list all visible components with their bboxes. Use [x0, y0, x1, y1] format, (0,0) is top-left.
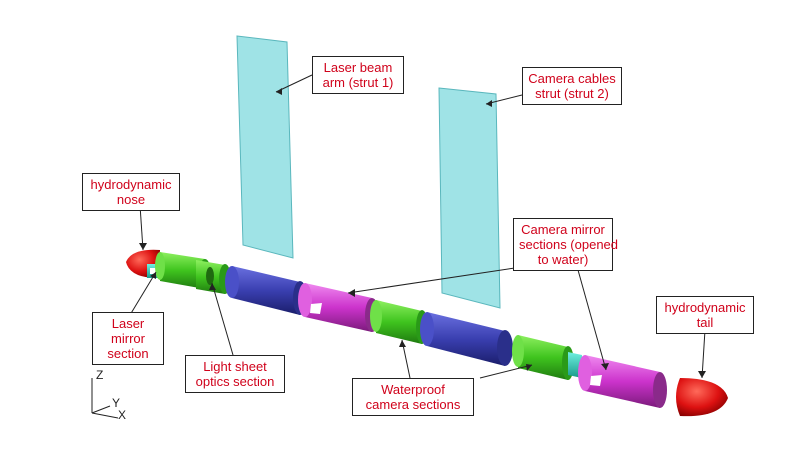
blue-section-2 [420, 312, 513, 366]
hydrodynamic-tail-shape [676, 378, 728, 417]
camera-cables-strut [438, 87, 501, 309]
camera-mirror-section-2 [578, 355, 667, 408]
laser-beam-strut [236, 35, 294, 259]
axis-triad [91, 378, 119, 419]
blue-section-1 [225, 266, 307, 315]
axis-y-label: Y [112, 396, 121, 410]
axis-x-label: X [118, 408, 127, 422]
waterproof-camera-section-1 [370, 300, 428, 344]
vehicle-body [126, 249, 728, 417]
waterproof-camera-section-2 [512, 335, 582, 380]
leader-lines [129, 74, 706, 379]
leader-arrowheads [139, 88, 706, 378]
axis-z-label: Z [96, 368, 104, 382]
